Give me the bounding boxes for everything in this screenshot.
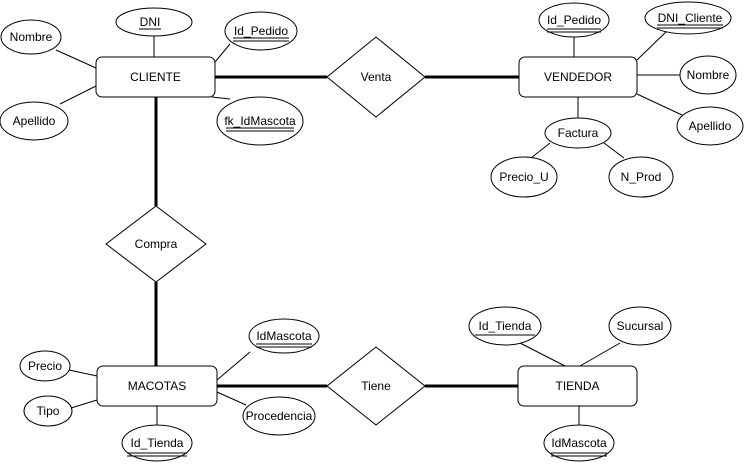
attr-vendedor-dni-cliente[interactable]: DNI_Cliente — [644, 1, 732, 35]
attr-macotas-procedencia[interactable]: Procedencia — [242, 396, 316, 436]
attr-macotas-tipo-label: Tipo — [37, 404, 60, 418]
attr-cliente-fk-idmascota-label: fk_IdMascota — [224, 114, 296, 128]
entity-cliente-label: CLIENTE — [130, 70, 181, 84]
attr-cliente-id-pedido[interactable]: Id_Pedido — [224, 11, 298, 51]
attr-vendedor-id-pedido-label: Id_Pedido — [547, 13, 601, 27]
attr-vendedor-apellido-label: Apellido — [689, 119, 732, 133]
entity-vendedor-label: VENDEDOR — [544, 70, 612, 84]
entity-tienda-label: TIENDA — [555, 379, 599, 393]
attr-macotas-idmascota[interactable]: IdMascota — [248, 318, 320, 354]
attr-cliente-fk-idmascota[interactable]: fk_IdMascota — [216, 96, 304, 146]
attr-vendedor-id-pedido[interactable]: Id_Pedido — [538, 2, 610, 38]
attr-vendedor-factura-label: Factura — [558, 126, 599, 140]
attr-macotas-tipo[interactable]: Tipo — [23, 395, 73, 427]
cliente-apellido-line — [59, 85, 97, 105]
connectors — [55, 29, 683, 427]
attr-factura-precio-u-label: Precio_U — [499, 170, 548, 184]
macotas-precio-line — [68, 369, 98, 377]
tienda-idtienda-line — [519, 342, 566, 367]
attr-cliente-nombre-label: Nombre — [10, 30, 53, 44]
attr-vendedor-dni-cliente-label: DNI_Cliente — [658, 11, 723, 25]
attr-cliente-apellido[interactable]: Apellido — [0, 101, 69, 141]
relationship-compra-label: Compra — [135, 237, 178, 251]
attr-cliente-id-pedido-label: Id_Pedido — [234, 24, 288, 38]
attr-cliente-dni-label: DNI — [140, 15, 161, 29]
entity-tienda[interactable]: TIENDA — [517, 365, 638, 407]
attr-macotas-procedencia-label: Procedencia — [246, 409, 313, 423]
attr-macotas-id-tienda[interactable]: Id_Tienda — [121, 424, 193, 462]
attr-vendedor-nombre[interactable]: Nombre — [679, 55, 737, 95]
attr-vendedor-apellido[interactable]: Apellido — [676, 106, 744, 146]
attr-tienda-idmascota[interactable]: IdMascota — [543, 424, 615, 462]
entity-vendedor[interactable]: VENDEDOR — [518, 56, 638, 98]
attr-cliente-apellido-label: Apellido — [13, 114, 56, 128]
attr-macotas-idmascota-label: IdMascota — [256, 329, 312, 343]
macotas-tipo-line — [70, 399, 98, 409]
entity-macotas-label: MACOTAS — [128, 379, 186, 393]
entity-cliente[interactable]: CLIENTE — [95, 56, 216, 98]
attr-tienda-idmascota-label: IdMascota — [551, 436, 607, 450]
attr-vendedor-factura[interactable]: Factura — [544, 117, 612, 149]
factura-preciou-line — [530, 142, 551, 159]
attr-macotas-precio[interactable]: Precio — [19, 350, 71, 382]
attr-tienda-sucursal[interactable]: Sucursal — [608, 306, 672, 346]
relationship-compra[interactable]: Compra — [105, 205, 207, 283]
relationship-venta[interactable]: Venta — [326, 36, 426, 118]
vendedor-apellido-line — [636, 93, 683, 116]
cliente-idpedido-line — [214, 43, 231, 63]
entity-macotas[interactable]: MACOTAS — [96, 365, 218, 407]
attr-cliente-dni[interactable]: DNI — [115, 7, 193, 37]
attr-cliente-nombre[interactable]: Nombre — [0, 19, 62, 55]
attr-tienda-id-tienda-label: Id_Tienda — [479, 319, 532, 333]
vendedor-dnicliente-line — [636, 29, 669, 61]
tienda-sucursal-line — [579, 342, 621, 367]
attr-macotas-id-tienda-label: Id_Tienda — [131, 436, 184, 450]
macotas-idmascota-line — [216, 351, 251, 381]
factura-nprod-line — [603, 142, 625, 159]
attr-macotas-precio-label: Precio — [28, 359, 62, 373]
cliente-fkidmascota-line — [211, 96, 231, 100]
relationship-venta-label: Venta — [361, 70, 392, 84]
attr-factura-n-prod-label: N_Prod — [621, 170, 662, 184]
cliente-nombre-line — [55, 49, 97, 69]
attr-vendedor-nombre-label: Nombre — [687, 68, 730, 82]
attr-tienda-sucursal-label: Sucursal — [617, 319, 664, 333]
attr-factura-n-prod[interactable]: N_Prod — [608, 156, 674, 198]
relationship-tiene-label: Tiene — [361, 379, 391, 393]
macotas-procedencia-line — [216, 391, 247, 406]
attr-tienda-id-tienda[interactable]: Id_Tienda — [468, 306, 542, 346]
relationship-tiene[interactable]: Tiene — [326, 346, 426, 426]
attr-factura-precio-u[interactable]: Precio_U — [490, 156, 558, 198]
